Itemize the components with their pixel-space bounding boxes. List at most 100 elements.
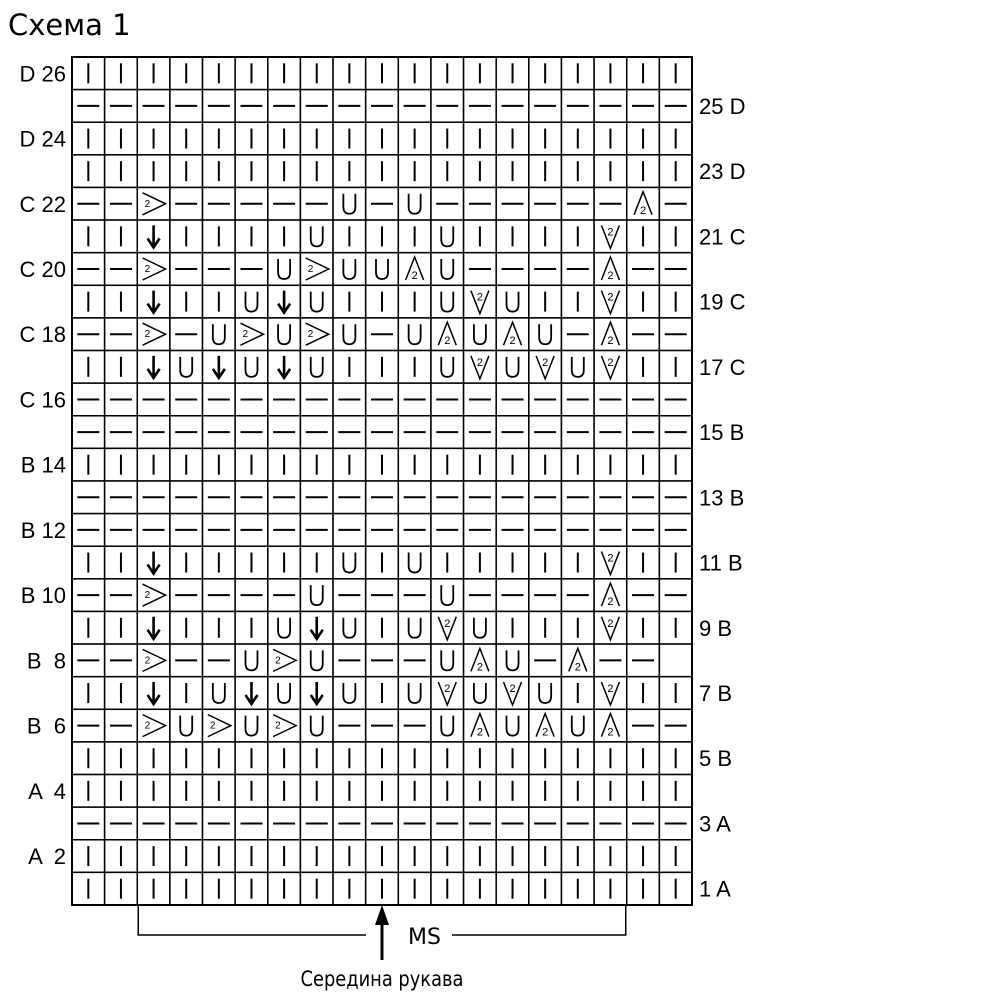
arrow-head — [309, 629, 324, 642]
chart-cell — [430, 349, 465, 384]
row-label: B 12 — [21, 518, 66, 543]
chart-cell — [625, 741, 661, 776]
yarn-over-symbol — [570, 715, 585, 737]
arrow-down-icon — [146, 290, 161, 315]
yarn-over-symbol — [277, 324, 292, 346]
chevron-right — [240, 322, 266, 346]
triangle-down — [437, 681, 457, 708]
chart-cell — [397, 675, 432, 711]
yo-stroke — [440, 650, 455, 672]
chart-row — [71, 56, 693, 91]
chart-cell — [430, 219, 465, 254]
yarn-over-symbol — [472, 324, 487, 346]
triangle-up — [600, 254, 621, 281]
row-label: D 26 — [20, 61, 66, 86]
chart-cell — [169, 349, 204, 384]
row-label: 21 C — [699, 224, 746, 249]
chart-cell — [430, 284, 465, 319]
ms-label: MS — [408, 925, 441, 950]
chart-cell — [495, 349, 530, 384]
row-label: 3 A — [699, 811, 731, 836]
yarn-over-symbol — [309, 356, 324, 378]
chevron-right — [272, 648, 298, 673]
triangle-up-symbol: 2 — [535, 711, 555, 739]
triangle-down-symbol: 2 — [470, 290, 490, 316]
right-decrease-symbol: 2 — [142, 648, 168, 673]
yarn-over-symbol — [472, 683, 487, 704]
yo-stroke — [309, 291, 324, 313]
yarn-over-symbol — [407, 683, 422, 704]
chevron-right — [207, 713, 233, 738]
chart-cell — [267, 219, 302, 254]
chart-row: 2 — [71, 219, 693, 254]
yo-stroke — [277, 617, 292, 639]
row-label: C 20 — [20, 257, 66, 282]
chart-cell — [495, 643, 530, 678]
triangle-down — [600, 290, 621, 316]
yo-stroke — [179, 356, 194, 378]
triangle-up — [600, 711, 621, 737]
triangle-up — [568, 646, 588, 672]
chart-cell — [299, 349, 334, 384]
chart-cell — [169, 708, 204, 743]
ms-bracket-right — [452, 905, 627, 936]
chart-cell — [364, 251, 400, 287]
chart-cell — [495, 708, 530, 743]
row-label: B 8 — [27, 648, 66, 673]
chart-cell — [430, 708, 465, 743]
yo-stroke — [440, 259, 455, 280]
triangle-down-symbol: 2 — [437, 616, 457, 642]
number-2: 2 — [607, 226, 613, 238]
yo-stroke — [505, 650, 520, 672]
chart-row: 2 — [71, 545, 693, 580]
triangle-up-symbol: 2 — [600, 320, 621, 347]
yo-stroke — [407, 193, 422, 215]
number-2: 2 — [242, 329, 248, 340]
triangle-up-symbol: 2 — [470, 646, 490, 673]
chart-cell — [462, 317, 497, 352]
row-label: B 6 — [27, 714, 66, 739]
yo-stroke — [505, 356, 520, 378]
chart-cell — [234, 284, 269, 319]
triangle-up — [404, 254, 425, 281]
chart-cell — [528, 317, 563, 352]
triangle-up — [437, 320, 457, 346]
yarn-over-symbol — [342, 552, 357, 574]
yo-stroke — [277, 324, 292, 346]
right-decrease-symbol: 2 — [142, 257, 168, 281]
chart-cell — [267, 251, 302, 287]
chart-cell — [397, 317, 432, 352]
arrow-head — [277, 368, 292, 381]
right-decrease-symbol: 2 — [305, 322, 331, 346]
row-label: C 16 — [20, 387, 66, 412]
yo-stroke — [505, 715, 520, 737]
chart-cell — [299, 643, 334, 678]
triangle-up-symbol: 2 — [600, 711, 621, 739]
triangle-up-symbol: 2 — [600, 581, 621, 608]
yo-stroke — [277, 259, 292, 280]
yo-stroke — [211, 683, 226, 704]
number-2: 2 — [444, 618, 450, 630]
yo-stroke — [538, 683, 553, 704]
chart-cell — [234, 643, 269, 678]
arrow-head — [146, 237, 161, 250]
number-2: 2 — [145, 590, 151, 601]
triangle-down — [600, 225, 621, 251]
triangle-down-symbol: 2 — [535, 355, 555, 381]
arrow-down-icon — [211, 355, 226, 381]
yo-stroke — [342, 617, 357, 639]
chart-cell — [462, 675, 497, 711]
triangle-down — [502, 681, 523, 708]
number-2: 2 — [542, 357, 548, 369]
yarn-over-symbol — [440, 291, 455, 313]
right-decrease-symbol: 2 — [142, 583, 168, 607]
number-2: 2 — [210, 721, 216, 732]
triangle-up-symbol: 2 — [633, 189, 653, 217]
yo-stroke — [407, 683, 422, 704]
ms-bracket-left — [137, 905, 366, 936]
number-2: 2 — [640, 205, 646, 217]
chart-row — [71, 806, 693, 841]
right-decrease-symbol: 2 — [272, 713, 298, 738]
